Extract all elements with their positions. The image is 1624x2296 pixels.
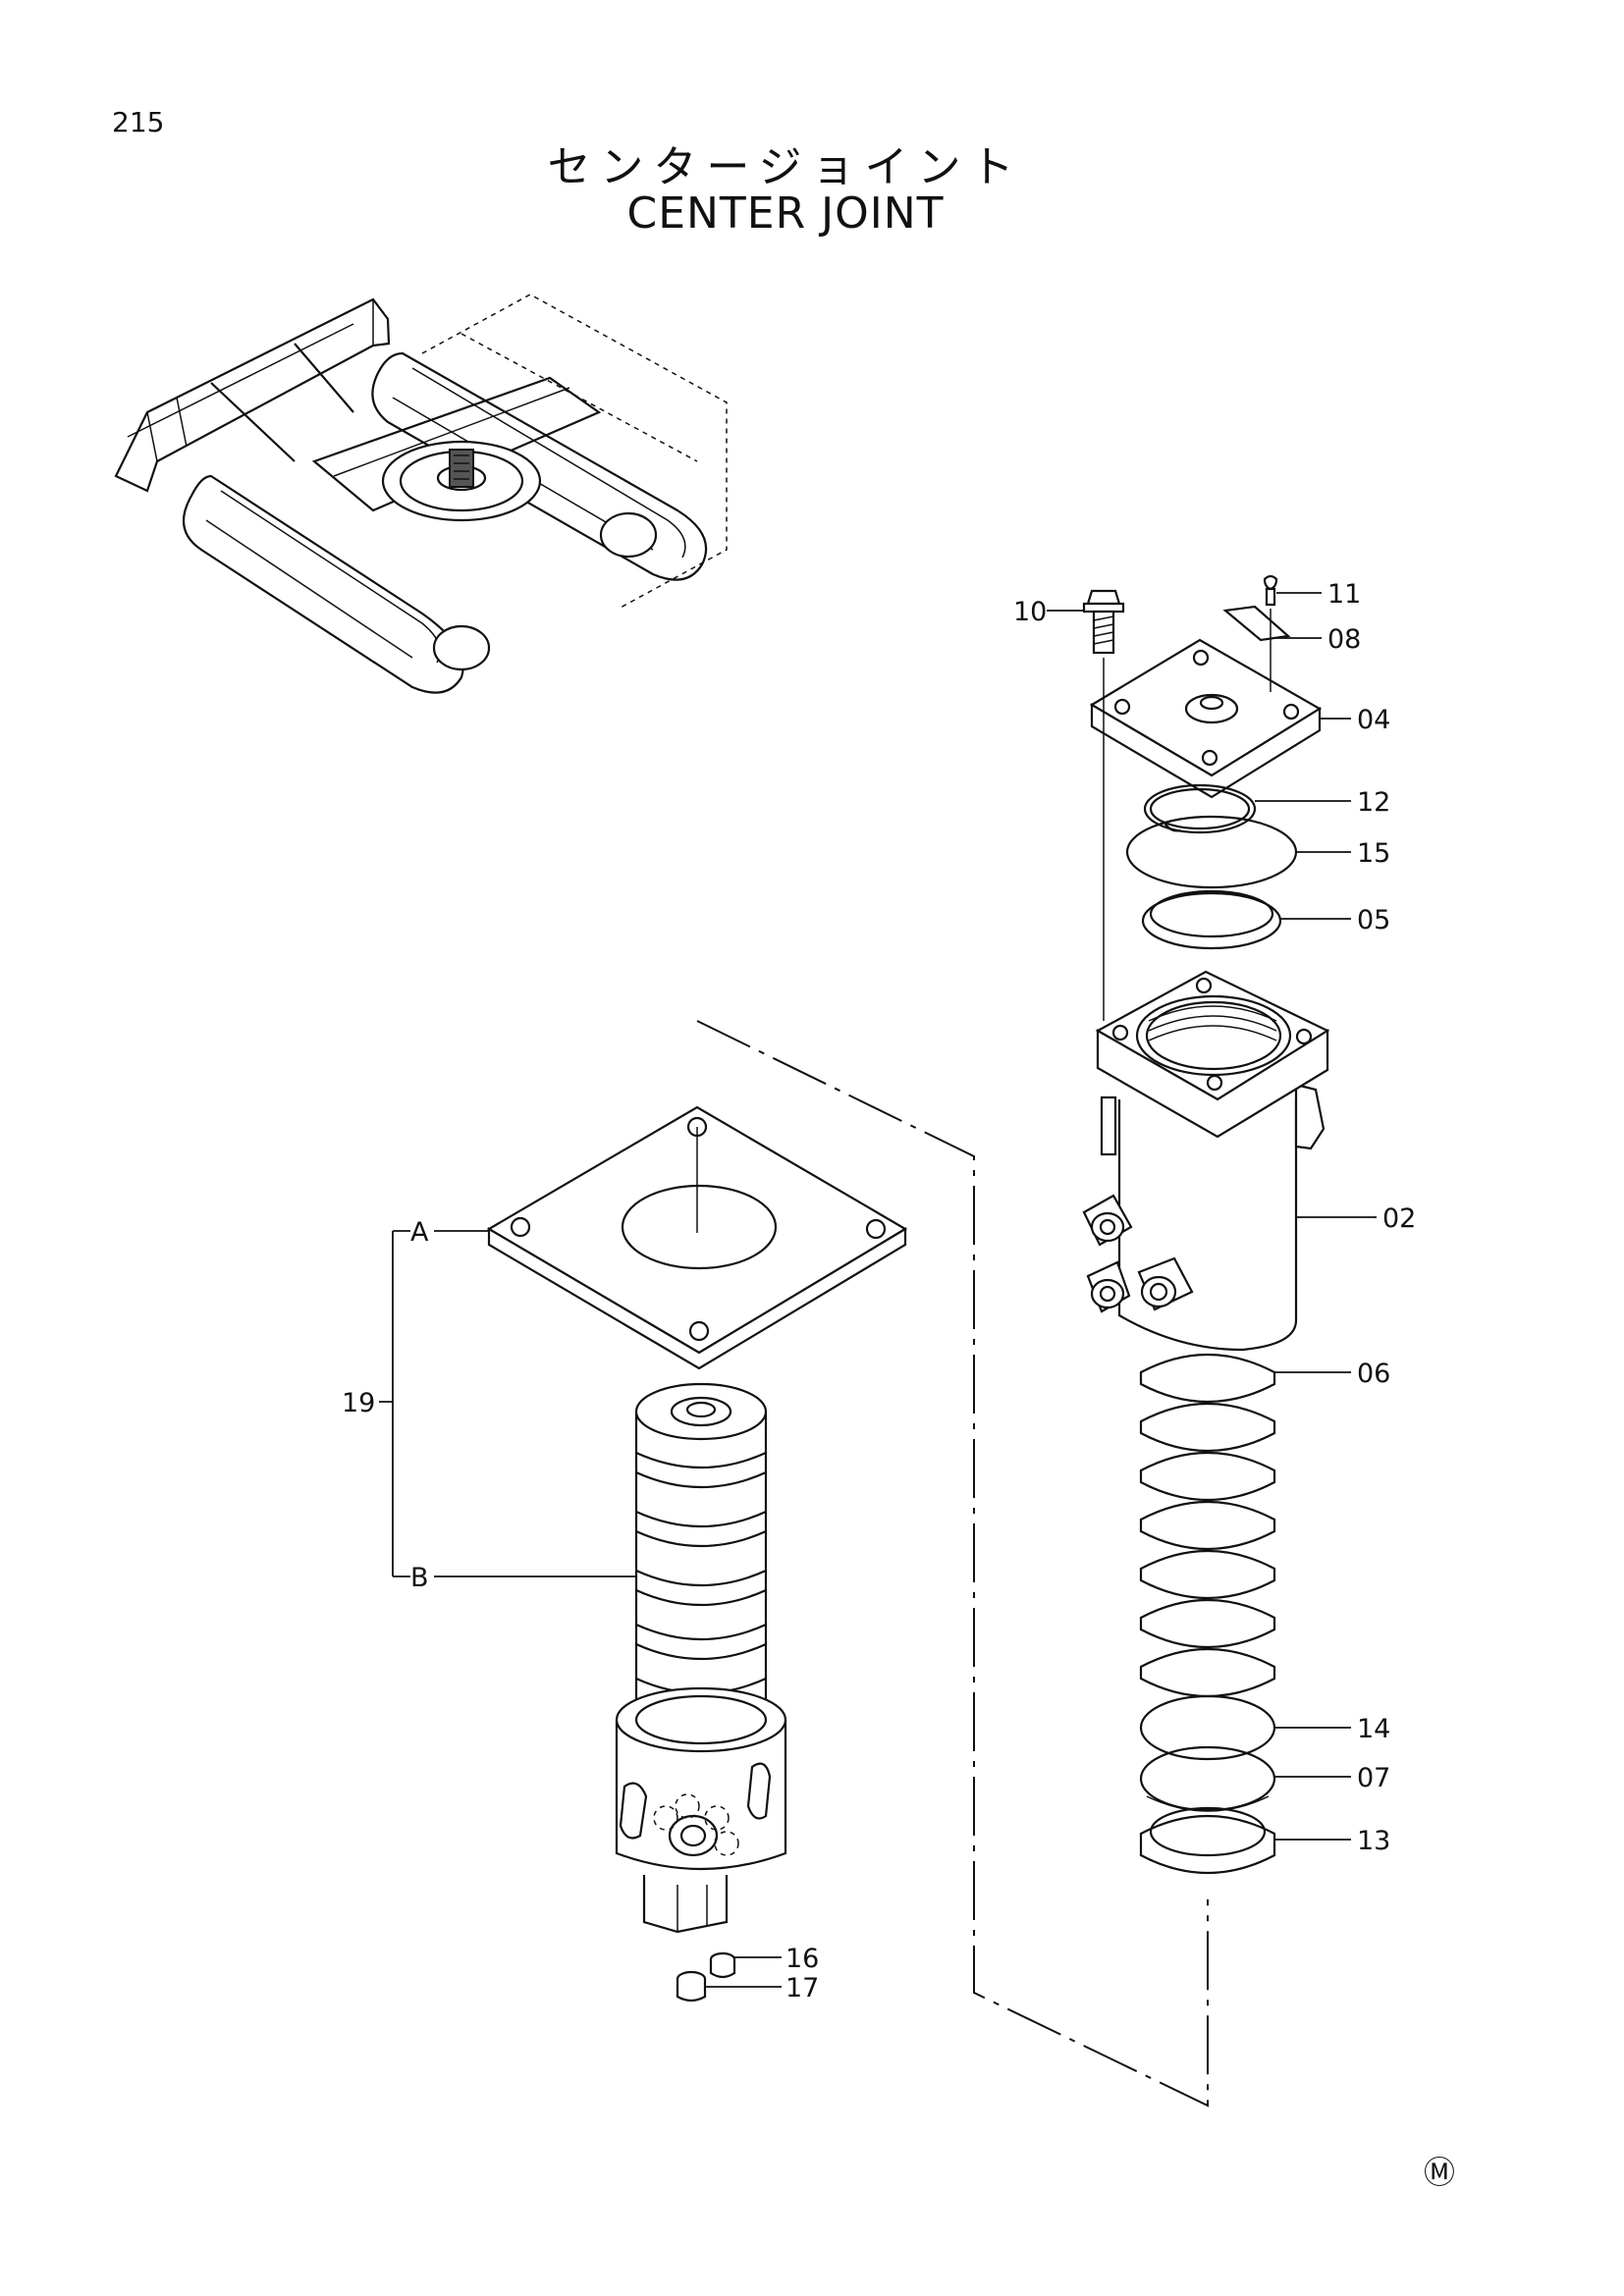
spindle-b xyxy=(615,1382,787,1934)
page-number: 215 xyxy=(112,106,165,138)
snap-ring-12 xyxy=(1143,783,1257,834)
body-02 xyxy=(1082,970,1330,1352)
title-japanese: センタージョイント xyxy=(547,142,1024,192)
callout-a: A xyxy=(410,1217,429,1248)
excavator-undercarriage-illustration xyxy=(114,294,728,694)
callout-14: 14 xyxy=(1357,1714,1390,1744)
callout-11: 11 xyxy=(1327,579,1361,610)
bracket-19 xyxy=(379,1230,410,1577)
callout-15: 15 xyxy=(1357,838,1390,869)
title-english: CENTER JOINT xyxy=(626,188,945,239)
callout-b: B xyxy=(410,1563,429,1593)
callout-12: 12 xyxy=(1357,787,1390,818)
plug-16 xyxy=(709,1951,736,1979)
callout-05: 05 xyxy=(1357,905,1390,935)
ring-07 xyxy=(1139,1745,1276,1812)
plug-17 xyxy=(676,1970,707,2002)
center-joint-body-assembly xyxy=(1082,574,1330,1874)
callout-10: 10 xyxy=(1013,597,1047,627)
callout-04: 04 xyxy=(1357,705,1390,735)
callout-16: 16 xyxy=(785,1944,819,1974)
marking-m: Ⓜ xyxy=(1424,2154,1455,2191)
ring-05 xyxy=(1141,889,1282,950)
plate-08 xyxy=(1222,605,1291,642)
callout-13: 13 xyxy=(1357,1826,1390,1856)
pin-11 xyxy=(1263,574,1278,607)
callout-19: 19 xyxy=(342,1388,375,1418)
assembly-link-line xyxy=(696,1020,1209,2108)
o-ring-14 xyxy=(1139,1694,1276,1761)
callout-17: 17 xyxy=(785,1973,819,2003)
bolt-10 xyxy=(1082,589,1125,655)
callout-06: 06 xyxy=(1357,1359,1390,1389)
callout-08: 08 xyxy=(1327,624,1361,655)
spindle-assembly-19 xyxy=(486,1105,908,2002)
leader-lines xyxy=(434,592,1377,1988)
callout-02: 02 xyxy=(1382,1203,1416,1234)
cover-04 xyxy=(1089,638,1323,799)
ring-13 xyxy=(1139,1806,1276,1874)
seal-rings-06 xyxy=(1139,1354,1276,1697)
callout-07: 07 xyxy=(1357,1763,1390,1793)
